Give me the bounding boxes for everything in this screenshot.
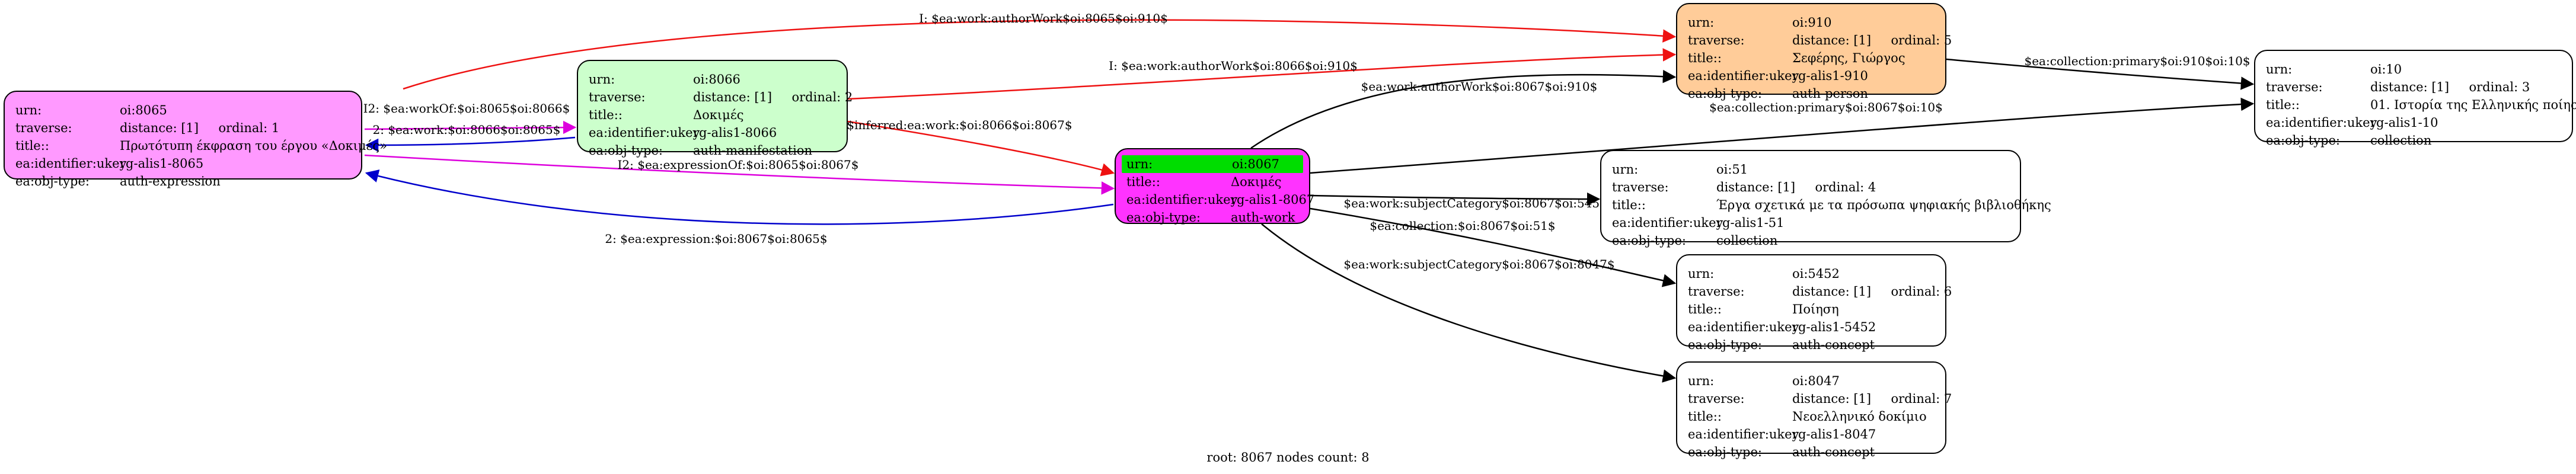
edge-label-e7: 2: $ea:expression:$oi:8067$oi:8065$ (605, 232, 827, 246)
edge-label-e6: I2: $ea:expressionOf:$oi:8065$oi:8067$ (618, 158, 859, 172)
edge-label-e13: $ea:work:subjectCategory$oi:8067$oi:8047… (1343, 257, 1614, 271)
edge-e2[interactable]: I: $ea:work:authorWork$oi:8066$oi:910$ (847, 48, 1677, 100)
node-oi-51[interactable]: urn:oi:51 traverse:distance: [1] ordinal… (1600, 150, 2051, 248)
graph-footer: root: 8067 nodes count: 8 (1206, 450, 1370, 465)
node-oi-910[interactable]: urn:oi:910 traverse:distance: [1] ordina… (1676, 3, 1952, 101)
edge-label-e12: $ea:work:subjectCategory$oi:8067$oi:5452… (1343, 196, 1614, 210)
edge-label-e11: $ea:collection:$oi:8067$oi:51$ (1370, 219, 1555, 233)
edge-label-e3: I2: $ea:workOf:$oi:8065$oi:8066$ (363, 101, 570, 116)
edge-e8[interactable]: $ea:work:authorWork$oi:8067$oi:910$ (1250, 69, 1677, 149)
edge-label-e2: I: $ea:work:authorWork$oi:8066$oi:910$ (1109, 59, 1358, 73)
edge-e5[interactable]: I: $inferred:ea:work:$oi:8066$oi:8067$ (834, 118, 1115, 177)
edge-e7[interactable]: 2: $ea:expression:$oi:8067$oi:8065$ (365, 169, 1114, 246)
node-oi-10[interactable]: urn:oi:10 traverse:distance: [1] ordinal… (2254, 50, 2576, 148)
edge-e9[interactable]: $ea:collection:primary$oi:910$oi:10$ (1946, 54, 2255, 90)
node-oi-8047[interactable]: urn:oi:8047 traverse:distance: [1] ordin… (1676, 361, 1952, 459)
edge-e1[interactable]: I: $ea:work:authorWork$oi:8065$oi:910$ (403, 11, 1677, 90)
edge-label-e8: $ea:work:authorWork$oi:8067$oi:910$ (1361, 79, 1598, 94)
edge-label-e5: I: $inferred:ea:work:$oi:8066$oi:8067$ (834, 118, 1072, 132)
node-oi-8065[interactable]: urn:oi:8065 traverse:distance: [1] ordin… (4, 91, 387, 188)
root-urn-highlight: urn:oi:8067 (1122, 155, 1303, 173)
edge-e4[interactable]: 2: $ea:work:$oi:8066$oi:8065$ (365, 123, 576, 152)
edge-label-e9: $ea:collection:primary$oi:910$oi:10$ (2024, 54, 2250, 68)
node-oi-8066[interactable]: urn:oi:8066 traverse:distance: [1] ordin… (577, 60, 853, 158)
edge-label-e4: 2: $ea:work:$oi:8066$oi:8065$ (373, 123, 561, 137)
edge-e13[interactable]: $ea:work:subjectCategory$oi:8067$oi:8047… (1261, 223, 1677, 383)
node-oi-8067[interactable]: urn:oi:8067 title::Δοκιμές ea:identifier… (1115, 148, 1314, 225)
edge-label-e10: $ea:collection:primary$oi:8067$oi:10$ (1709, 100, 1943, 114)
edge-e6[interactable]: I2: $ea:expressionOf:$oi:8065$oi:8067$ (364, 154, 1115, 195)
edge-e3[interactable]: I2: $ea:workOf:$oi:8065$oi:8066$ (363, 101, 577, 134)
edge-e10[interactable]: $ea:collection:primary$oi:8067$oi:10$ (1310, 97, 2255, 174)
edge-e12[interactable]: $ea:work:subjectCategory$oi:8067$oi:5452… (1310, 196, 1677, 287)
edge-label-e1: I: $ea:work:authorWork$oi:8065$oi:910$ (919, 11, 1168, 25)
edge-e11[interactable]: $ea:collection:$oi:8067$oi:51$ (1310, 192, 1601, 233)
node-oi-5452[interactable]: urn:oi:5452 traverse:distance: [1] ordin… (1676, 254, 1952, 352)
